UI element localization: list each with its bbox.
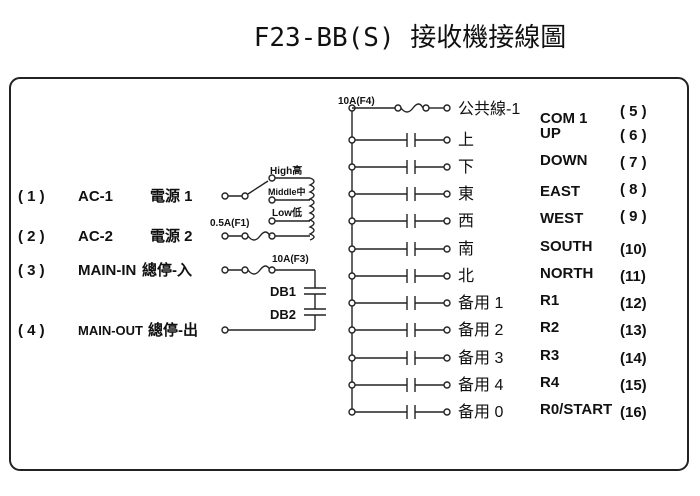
terminal-code: DOWN: [540, 152, 588, 169]
terminal-code: SOUTH: [540, 238, 593, 255]
terminal-chinese-label: 總停-出: [148, 321, 198, 339]
terminal-code: R1: [540, 292, 559, 309]
terminal-chinese-label: 東: [458, 185, 474, 203]
terminal-chinese-label: 上: [458, 131, 474, 149]
terminal-row-right: 备用 4 R4 (15): [348, 374, 647, 394]
terminal-number: (10): [620, 241, 647, 258]
terminal-code: R4: [540, 374, 560, 391]
terminal-row-right: 北 NORTH (11): [348, 265, 646, 285]
terminal-number: ( 5 ): [620, 103, 647, 120]
terminal-chinese-label: 下: [458, 159, 474, 176]
terminal-chinese-label: 北: [458, 267, 474, 285]
terminal-row-right: 西 WEST ( 9 ): [348, 208, 647, 230]
terminal-number: (12): [620, 295, 647, 312]
terminal-number: ( 9 ): [620, 208, 647, 225]
terminal-chinese-label: 备用 0: [458, 403, 503, 421]
tap-high-label: High高: [270, 164, 302, 177]
terminal-code: R3: [540, 347, 559, 364]
fuse-f4-label: 10A(F4): [338, 96, 375, 107]
terminal-row-right: 备用 0 R0/START (16): [348, 401, 647, 421]
terminal-chinese-label: 备用 2: [458, 321, 503, 339]
terminal-code: UP: [540, 125, 561, 142]
terminal-code: NORTH: [540, 265, 593, 282]
terminal-code: WEST: [540, 210, 583, 227]
terminal-number: (15): [620, 377, 647, 394]
terminal-chinese-label: 南: [458, 240, 474, 258]
terminal-number: ( 6 ): [620, 127, 647, 144]
terminal-chinese-label: 公共線-1: [458, 100, 520, 118]
terminal-row-right: 备用 2 R2 (13): [348, 319, 647, 339]
terminal-number: ( 4 ): [18, 322, 45, 339]
terminal-chinese-label: 電源 1: [150, 187, 193, 205]
terminal-row-left: ( 3 ) MAIN-IN 總停-入: [18, 261, 192, 279]
diagram-title: F23-BB(S) 接收機接線圖: [254, 23, 567, 53]
terminal-code: R2: [540, 319, 559, 336]
terminal-row-right: 下 DOWN ( 7 ): [348, 152, 647, 176]
terminal-number: (11): [620, 268, 646, 285]
terminal-number: ( 1 ): [18, 188, 45, 205]
terminal-row-right: 東 EAST ( 8 ): [348, 181, 647, 203]
terminal-number: ( 3 ): [18, 262, 45, 279]
tap-low-label: Low低: [272, 206, 302, 219]
capacitor-db2-label: DB2: [270, 307, 296, 322]
terminal-row-right: 备用 1 R1 (12): [348, 292, 647, 312]
terminal-number: ( 7 ): [620, 154, 647, 171]
terminal-number: ( 2 ): [18, 228, 45, 245]
terminal-number: (13): [620, 322, 647, 339]
terminal-chinese-label: 西: [458, 213, 474, 230]
terminal-row-left: ( 2 ) AC-2 電源 2: [18, 227, 193, 245]
terminal-chinese-label: 總停-入: [142, 261, 192, 279]
terminal-number: (14): [620, 350, 647, 367]
fuse-f1: [247, 231, 271, 241]
capacitor-db1-label: DB1: [270, 284, 296, 299]
terminal-chinese-label: 電源 2: [150, 227, 193, 245]
terminal-code: MAIN-OUT: [78, 323, 143, 338]
diagram-frame: [9, 77, 689, 471]
terminal-number: ( 8 ): [620, 181, 647, 198]
terminal-row-right: 上 UP ( 6 ): [348, 125, 647, 149]
terminal-code: EAST: [540, 183, 580, 200]
terminal-code: AC-1: [78, 188, 113, 205]
terminal-row-left: ( 1 ) AC-1 電源 1: [18, 187, 193, 205]
terminal-code: AC-2: [78, 228, 113, 245]
transformer: High高 Middle中 Low低 0.5A(F1): [210, 164, 315, 241]
terminal-chinese-label: 备用 4: [458, 376, 503, 394]
fuse-f3-label: 10A(F3): [272, 254, 309, 265]
terminal-row-right: 备用 3 R3 (14): [348, 347, 647, 367]
terminal-number: (16): [620, 404, 647, 421]
main-circuit: 10A(F3) DB1 DB2: [221, 254, 326, 334]
terminal-code: COM 1: [540, 110, 588, 127]
terminal-code: MAIN-IN: [78, 262, 136, 279]
tap-middle-label: Middle中: [268, 186, 306, 197]
terminal-chinese-label: 备用 3: [458, 349, 503, 367]
terminal-code: R0/START: [540, 401, 612, 418]
fuse-f3: [247, 265, 271, 275]
fuse-f1-label: 0.5A(F1): [210, 218, 249, 229]
terminal-chinese-label: 备用 1: [458, 294, 503, 312]
fuse-f4: [394, 104, 402, 112]
terminal-row-left: ( 4 ) MAIN-OUT 總停-出: [18, 321, 198, 339]
terminal-row-right: 南 SOUTH (10): [348, 238, 647, 258]
